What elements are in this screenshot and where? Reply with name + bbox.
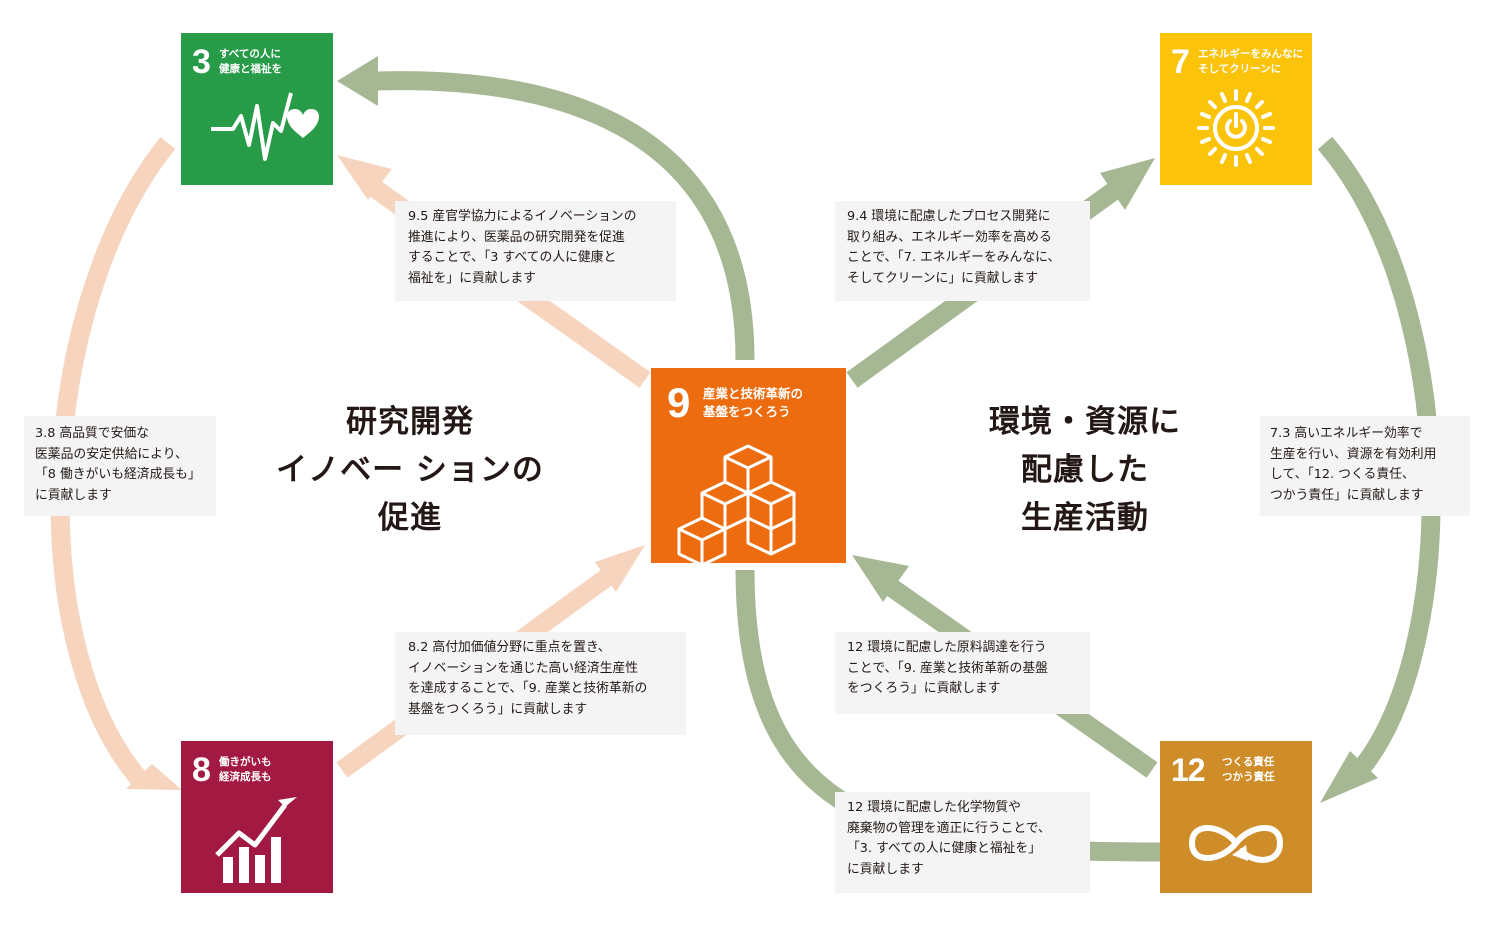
- note-7-3: 7.3 高いエネルギー効率で 生産を行い、資源を有効利用 して、「12. つくる…: [1260, 416, 1470, 516]
- goal-9-number: 9: [667, 379, 690, 426]
- heading-right: 環境・資源に 配慮した 生産活動: [989, 404, 1181, 536]
- note-8-2: 8.2 高付加価値分野に重点を置き、 イノベーションを通じた高い経済生産性 を達…: [395, 632, 686, 735]
- note-9-4: 9.4 環境に配慮したプロセス開発に 取り組み、エネルギー効率を高める ことで、…: [835, 201, 1090, 301]
- goal-3-number: 3: [192, 43, 211, 81]
- goal-7-title: エネルギーをみんなに そしてクリーンに: [1198, 48, 1303, 75]
- goal-9-tile: 9 産業と技術革新の 基盤をつくろう: [651, 368, 846, 563]
- goal-3-title: すべての人に 健康と福祉を: [219, 48, 282, 75]
- note-12-b: 12 環境に配慮した化学物質や 廃棄物の管理を適正に行うことで、 「3. すべて…: [835, 792, 1090, 893]
- arrowhead-9-to-3: [337, 155, 392, 200]
- goal-3-tile: 3 すべての人に 健康と福祉を: [181, 33, 333, 185]
- goal-8-number: 8: [192, 751, 211, 789]
- arrowhead-8-to-9: [595, 545, 645, 592]
- goal-8-tile: 8 働きがいも 経済成長も: [181, 741, 333, 893]
- arrowhead-12-to-9: [852, 555, 909, 602]
- goal-7-tile: 7 エネルギーをみんなに そしてクリーンに: [1160, 33, 1312, 185]
- sun-power-icon: [1197, 89, 1275, 167]
- cubes-icon: [677, 444, 796, 563]
- goal-7-number: 7: [1171, 43, 1190, 81]
- note-12-a: 12 環境に配慮した原料調達を行う ことで、「9. 産業と技術革新の基盤 をつく…: [835, 632, 1090, 714]
- goal-9-title: 産業と技術革新の 基盤をつくろう: [703, 386, 804, 419]
- growth-chart-icon: [215, 797, 297, 883]
- goal-12-number: 12: [1171, 752, 1206, 788]
- heading-left: 研究開発 イノベー ションの 促進: [276, 404, 544, 536]
- arrowhead-top: [337, 56, 378, 106]
- infinity-loop-icon: [1188, 825, 1284, 863]
- arrowhead-9-to-7: [1100, 158, 1155, 210]
- heartbeat-icon: [211, 92, 320, 161]
- arrowhead-3-to-8: [126, 764, 182, 790]
- goal-8-title: 働きがいも 経済成長も: [219, 756, 272, 783]
- goal-12-title: つくる責任 つかう責任: [1222, 756, 1275, 783]
- goal-12-tile: 12 つくる責任 つかう責任: [1160, 741, 1312, 893]
- arrowhead-7-to-12: [1320, 751, 1378, 803]
- note-3-8: 3.8 高品質で安価な 医薬品の安定供給により、 「8 働きがいも経済成長も」 …: [24, 416, 216, 516]
- arrow-9-to-3-top: [374, 71, 755, 361]
- note-9-5: 9.5 産官学協力によるイノベーションの 推進により、医薬品の研究開発を促進 す…: [395, 201, 676, 301]
